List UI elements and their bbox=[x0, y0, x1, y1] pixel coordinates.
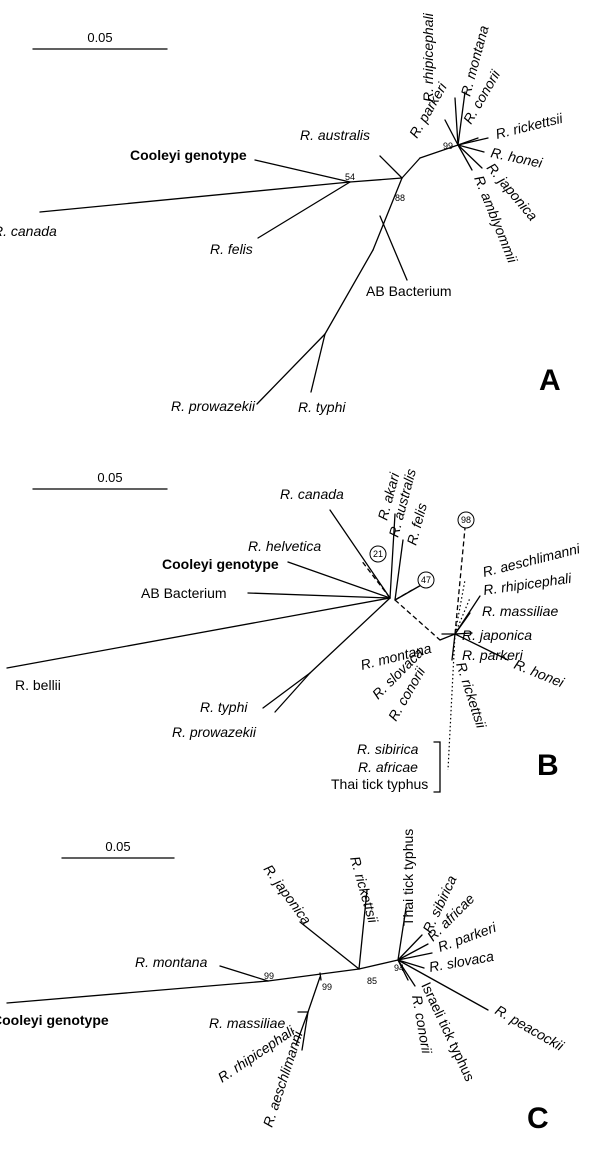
taxon-canada: R. canada bbox=[280, 486, 344, 502]
panel-letter: A bbox=[539, 364, 561, 397]
bootstrap-value: 54 bbox=[345, 172, 355, 182]
tree-branches bbox=[39, 91, 489, 405]
taxon-montana: R. montana bbox=[135, 954, 208, 970]
taxon-cooleyi: Cooleyi genotype bbox=[130, 147, 247, 163]
taxon-helvetica: R. helvetica bbox=[248, 538, 321, 554]
taxon-sibirica: R. sibirica bbox=[357, 741, 419, 757]
bootstrap-value: 99 bbox=[264, 971, 274, 981]
bootstrap-circle bbox=[417, 571, 435, 589]
panel-letter: C bbox=[527, 1102, 549, 1135]
taxon-rhipicephali: R. rhipicephali bbox=[420, 12, 436, 102]
group-bracket bbox=[433, 741, 441, 793]
taxon-felis: R. felis bbox=[210, 241, 253, 257]
taxon-rickettsii: R. rickettsii bbox=[453, 660, 490, 731]
taxon-canada: R. canada bbox=[0, 223, 57, 239]
taxon-slovaca: R. slovaca bbox=[428, 948, 495, 975]
bootstrap-value: 98 bbox=[461, 515, 471, 525]
taxon-peacockii: R. peacockii bbox=[493, 1002, 568, 1054]
taxon-honei: R. honei bbox=[512, 656, 567, 691]
taxon-massiliae: R. massiliae bbox=[209, 1015, 285, 1031]
taxon-ab-bacterium: AB Bacterium bbox=[366, 283, 452, 299]
bootstrap-circle bbox=[369, 545, 387, 563]
bootstrap-circle bbox=[457, 511, 475, 529]
panel-letter: B bbox=[537, 749, 559, 782]
taxon-bellii: R. bellii bbox=[15, 677, 61, 693]
bootstrap-value: 99 bbox=[322, 982, 332, 992]
taxon-prowazekii: R. prowazekii bbox=[172, 724, 257, 740]
panel-a: 0.05 Cooleyi genotype R. canada R. f bbox=[0, 12, 565, 415]
taxon-africae: R. africae bbox=[358, 759, 418, 775]
taxon-japonica: R. japonica bbox=[462, 627, 532, 643]
scale-label: 0.05 bbox=[97, 470, 122, 485]
taxon-typhi: R. typhi bbox=[298, 399, 346, 415]
taxon-cooleyi: Cooleyi genotype bbox=[0, 1012, 109, 1028]
taxon-parkeri: R. parkeri bbox=[462, 647, 524, 663]
taxon-thai-tick-typhus: Thai tick typhus bbox=[331, 776, 428, 792]
bootstrap-value: 99 bbox=[443, 141, 453, 151]
taxon-ab-bacterium: AB Bacterium bbox=[141, 585, 227, 601]
scale-label: 0.05 bbox=[87, 30, 112, 45]
taxon-cooleyi: Cooleyi genotype bbox=[162, 556, 279, 572]
tree-branches bbox=[6, 889, 489, 1051]
bootstrap-value: 88 bbox=[395, 193, 405, 203]
panel-c: 0.05 99 99 85 94 R. montana Co bbox=[0, 829, 567, 1135]
taxon-rickettsii: R. rickettsii bbox=[347, 854, 381, 925]
tree-branches bbox=[6, 509, 509, 771]
panel-b: 0.05 21 bbox=[6, 467, 582, 793]
taxon-prowazekii: R. prowazekii bbox=[171, 398, 256, 414]
taxon-rickettsii: R. rickettsii bbox=[494, 110, 565, 142]
taxon-australis: R. australis bbox=[300, 127, 370, 143]
taxon-thai-tick-typhus: Thai tick typhus bbox=[400, 829, 416, 926]
bootstrap-value: 94 bbox=[394, 963, 404, 973]
taxon-japonica: R. japonica bbox=[261, 861, 315, 927]
bootstrap-value: 85 bbox=[367, 976, 377, 986]
scale-label: 0.05 bbox=[105, 839, 130, 854]
taxon-massiliae: R. massiliae bbox=[482, 603, 558, 619]
bootstrap-value: 47 bbox=[421, 575, 431, 585]
taxon-typhi: R. typhi bbox=[200, 699, 248, 715]
bootstrap-value: 21 bbox=[373, 549, 383, 559]
